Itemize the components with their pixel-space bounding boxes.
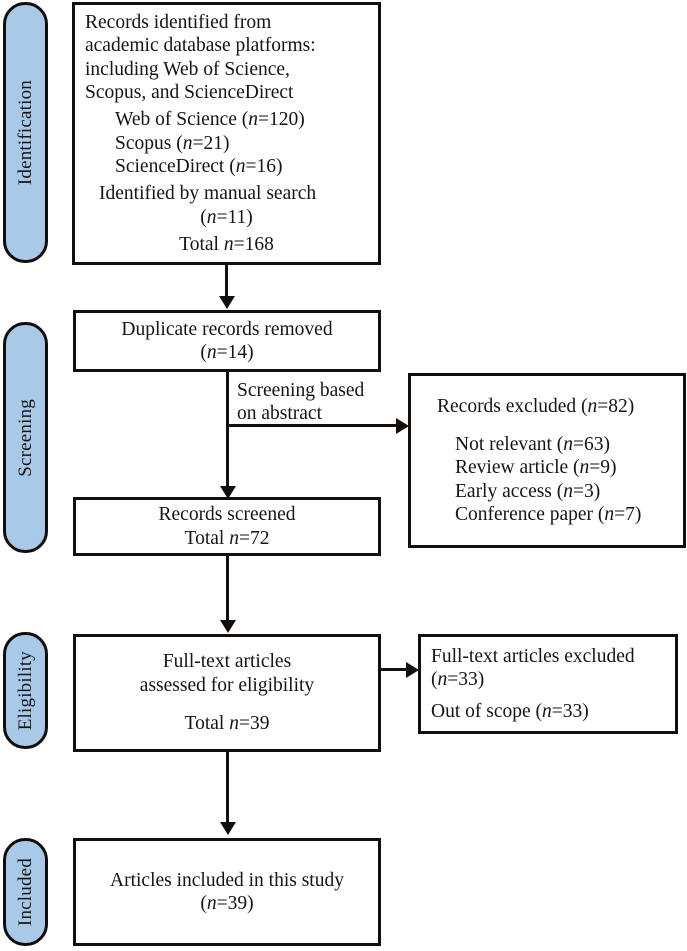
identified-total: Total n=168 bbox=[179, 233, 274, 255]
fulltext-excluded-line-3: Out of scope (n=33) bbox=[431, 700, 589, 722]
connector-screened-to-excluded bbox=[228, 424, 403, 427]
fulltext-assessed-total: Total n=39 bbox=[184, 713, 270, 735]
box-records-excluded: Records excluded (n=82) Not relevant (n=… bbox=[408, 373, 686, 548]
stage-pill-eligibility: Eligibility bbox=[3, 632, 48, 749]
included-line-2: (n=39) bbox=[200, 893, 254, 914]
stage-pill-included: Included bbox=[3, 838, 48, 946]
box-fulltext-excluded: Full-text articles excluded (n=33) Out o… bbox=[418, 634, 678, 734]
fulltext-assessed-line-1: Full-text articles bbox=[162, 651, 292, 673]
arrowhead-identified-to-duplicates bbox=[218, 296, 235, 309]
arrowhead-fulltext-to-excluded bbox=[406, 662, 419, 678]
connector-screened-to-fulltext bbox=[226, 556, 229, 622]
stage-label-screening: Screening bbox=[14, 398, 36, 477]
stage-label-identification: Identification bbox=[14, 79, 36, 186]
excluded-reason-not-relevant: Not relevant (n=63) bbox=[455, 433, 611, 455]
screened-line-2: Total n=72 bbox=[184, 527, 270, 549]
stage-pill-screening: Screening bbox=[3, 322, 48, 553]
arrowhead-screened-to-fulltext bbox=[219, 620, 236, 633]
connector-fulltext-to-included bbox=[226, 752, 229, 824]
stage-label-eligibility: Eligibility bbox=[14, 650, 36, 731]
connector-duplicates-to-screened bbox=[226, 372, 229, 488]
stage-label-included: Included bbox=[14, 857, 36, 927]
fulltext-assessed-line-2: assessed for eligibility bbox=[139, 674, 315, 696]
edge-label-screening-basis: Screening based on abstract bbox=[237, 380, 365, 424]
identified-manual-search-line-1: Identified by manual search bbox=[99, 183, 317, 205]
arrowhead-duplicates-to-screened bbox=[219, 486, 236, 499]
identified-source-sciencedirect: ScienceDirect (n=16) bbox=[115, 156, 283, 178]
identified-heading-line-4: Scopus, and ScienceDirect bbox=[85, 82, 294, 104]
duplicates-line-2: (n=14) bbox=[200, 342, 254, 363]
excluded-reason-early-access: Early access (n=3) bbox=[455, 480, 601, 502]
box-duplicate-records-removed: Duplicate records removed (n=14) bbox=[73, 310, 381, 372]
fulltext-excluded-line-2: (n=33) bbox=[431, 669, 485, 691]
identified-heading-line-3: including Web of Science, bbox=[85, 58, 290, 80]
screened-line-1: Records screened bbox=[158, 504, 296, 526]
connector-identified-to-duplicates bbox=[225, 265, 228, 297]
box-records-identified: Records identified from academic databas… bbox=[72, 2, 381, 265]
identified-heading-line-1: Records identified from bbox=[85, 12, 272, 33]
box-fulltext-assessed: Full-text articles assessed for eligibil… bbox=[73, 634, 381, 752]
connector-fulltext-to-excluded bbox=[381, 668, 413, 671]
excluded-reason-review-article: Review article (n=9) bbox=[455, 457, 617, 479]
stage-pill-identification: Identification bbox=[3, 2, 48, 263]
excluded-reason-conference-paper: Conference paper (n=7) bbox=[455, 504, 642, 526]
identified-source-scopus: Scopus (n=21) bbox=[115, 132, 230, 154]
arrowhead-screened-to-excluded bbox=[396, 418, 409, 434]
box-records-screened: Records screened Total n=72 bbox=[73, 497, 381, 556]
arrowhead-fulltext-to-included bbox=[219, 822, 236, 835]
box-articles-included: Articles included in this study (n=39) bbox=[73, 838, 381, 946]
duplicates-line-1: Duplicate records removed bbox=[121, 318, 333, 340]
excluded-heading: Records excluded (n=82) bbox=[437, 395, 635, 417]
included-line-1: Articles included in this study bbox=[110, 869, 344, 891]
fulltext-excluded-line-1: Full-text articles excluded bbox=[431, 646, 635, 667]
identified-heading-line-2: academic database platforms: bbox=[85, 35, 316, 57]
identified-source-web-of-science: Web of Science (n=120) bbox=[115, 109, 305, 131]
identified-manual-search-line-2: (n=11) bbox=[200, 206, 253, 228]
